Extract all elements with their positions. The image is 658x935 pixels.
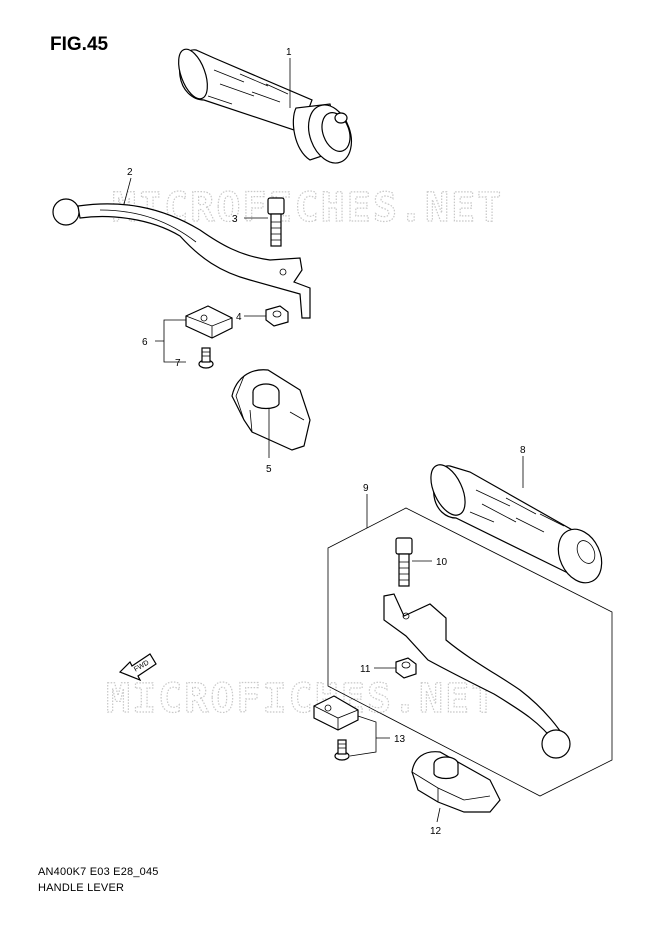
callout-9: 9 [363,483,369,494]
callout-10: 10 [436,557,448,568]
part-6-switch[interactable] [185,305,233,339]
part-9-brake-lever[interactable] [383,593,571,759]
callout-7: 7 [175,358,181,369]
callout-1: 1 [286,47,292,58]
part-9-lever-group [327,507,613,797]
part-11-nut[interactable] [395,657,417,679]
callout-8: 8 [520,445,526,456]
fwd-arrow-icon: FWD [118,653,157,682]
footer-model-code: AN400K7 E03 E28_045 [38,866,159,878]
callout-13: 13 [394,734,406,745]
callout-3: 3 [232,214,238,225]
watermark-bottom: MICROFICHES.NET [106,676,497,722]
callout-6: 6 [142,337,148,348]
figure-title: FIG.45 [50,34,109,55]
part-3-pivot-bolt[interactable] [267,197,285,247]
callout-12: 12 [430,826,442,837]
callout-11: 11 [360,664,371,675]
part-13-switch[interactable] [313,695,359,731]
part-5-lever-bracket[interactable] [231,369,311,451]
leader-lines [123,58,524,823]
callout-2: 2 [127,167,133,178]
callout-4: 4 [236,312,242,323]
part-8-grip[interactable] [424,460,610,590]
part-4-nut[interactable] [265,305,289,327]
part-1-throttle-grip[interactable] [173,45,359,169]
callout-5: 5 [266,464,272,475]
part-10-bolt[interactable] [395,537,413,587]
part-7-screw[interactable] [198,347,214,369]
part-2-brake-lever[interactable] [52,198,311,319]
part-12-lever-bracket[interactable] [411,751,501,813]
footer-section-name: HANDLE LEVER [38,882,125,894]
part-13-screw[interactable] [334,739,350,761]
